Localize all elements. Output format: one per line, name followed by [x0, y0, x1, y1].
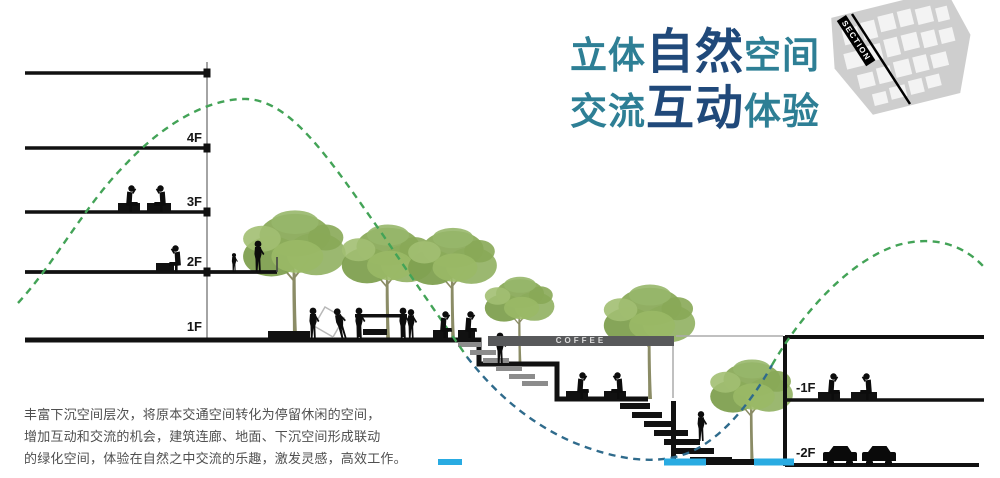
water	[438, 458, 794, 466]
stairs-gray	[458, 342, 548, 386]
tree	[407, 227, 498, 340]
left-building	[25, 62, 278, 338]
cars	[823, 446, 896, 466]
description-line-1: 丰富下沉空间层次，将原本交通空间转化为停留休闲的空间，	[24, 407, 381, 422]
coffee-sign: COFFEE	[488, 336, 674, 346]
title-line-2: 交流互动体验	[569, 82, 820, 135]
description-line-3: 的绿化空间，体验在自然之中交流的乐趣，激发灵感，高效工作。	[24, 451, 407, 466]
description-line-2: 增加互动和交流的机会，建筑连廊、地面、下沉空间形成联动	[24, 429, 381, 444]
green-curve-left	[17, 97, 468, 358]
floor-label-b1: -1F	[796, 380, 816, 395]
floor-label-1f: 1F	[186, 319, 202, 334]
floor-label-b2: -2F	[796, 445, 816, 460]
floor-label-2f: 2F	[186, 254, 202, 269]
right-building	[783, 335, 984, 467]
stairs-black	[620, 401, 732, 462]
flow-curves	[17, 97, 984, 461]
page-title: 立体自然空间 交流互动体验	[560, 26, 830, 138]
child-running	[231, 253, 238, 272]
section-cut-line	[850, 13, 912, 105]
title-line-1: 立体自然空间	[569, 26, 820, 79]
teal-curve-sunken	[466, 356, 774, 461]
person-standing	[697, 411, 708, 441]
tree	[709, 358, 794, 464]
person-standing	[407, 309, 418, 339]
green-curve-right	[770, 240, 984, 366]
floor-label-3f: 3F	[186, 194, 202, 209]
description-paragraph: 丰富下沉空间层次，将原本交通空间转化为停留休闲的空间， 增加互动和交流的机会，建…	[24, 404, 407, 470]
furniture	[118, 203, 877, 400]
car	[862, 446, 896, 466]
floor-label-4f: 4F	[186, 130, 202, 145]
